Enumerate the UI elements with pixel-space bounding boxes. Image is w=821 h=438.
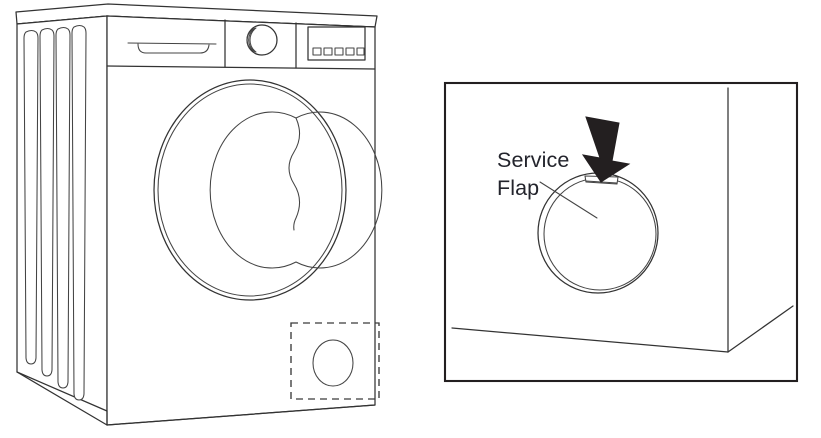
- detail-machine-edges: [451, 87, 794, 353]
- washing-machine-main-view: [15, 3, 383, 426]
- vent-slot-3: [55, 26, 71, 389]
- vent-slot-4: [71, 24, 87, 401]
- service-flap-cover[interactable]: [312, 339, 354, 387]
- vent-slot-1: [23, 29, 39, 365]
- display-panel: [307, 26, 366, 61]
- down-arrow-pointing-to-flap: [581, 116, 631, 183]
- service-flap-label-line-2: Flap: [497, 176, 539, 200]
- service-flap-label-line-1: Service: [497, 148, 569, 172]
- base-side-edge: [727, 305, 794, 353]
- display-button-1[interactable]: [312, 47, 322, 56]
- program-selector-knob[interactable]: [246, 24, 278, 56]
- vent-slot-2: [39, 27, 55, 377]
- control-panel-strip: [106, 19, 376, 70]
- display-button-3[interactable]: [334, 47, 344, 56]
- base-front-edge: [451, 327, 729, 353]
- dashed-highlight-box: [290, 322, 380, 400]
- detergent-drawer: [127, 42, 217, 54]
- side-vent-slots: [23, 24, 87, 401]
- display-button-4[interactable]: [345, 47, 355, 56]
- machine-base: [16, 371, 376, 426]
- porthole-door[interactable]: [153, 79, 383, 301]
- leader-line: [539, 181, 598, 219]
- service-flap-detail-panel: Service Flap: [443, 81, 799, 383]
- display-button-5[interactable]: [356, 47, 365, 56]
- service-flap-circular-cover[interactable]: [537, 172, 659, 294]
- display-button-2[interactable]: [323, 47, 333, 56]
